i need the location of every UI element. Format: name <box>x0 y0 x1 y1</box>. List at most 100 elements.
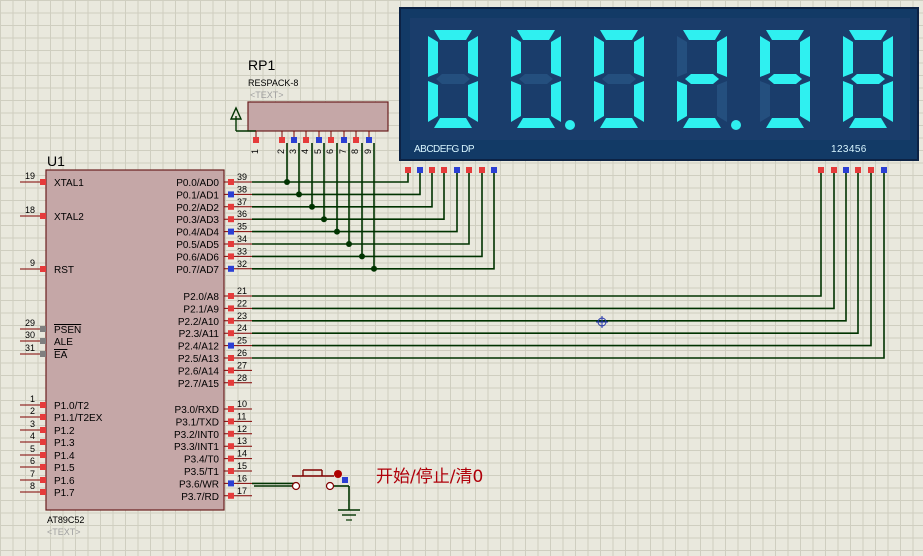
display-digit <box>843 30 893 128</box>
mcu-pin-4[interactable]: 4P1.3 <box>20 431 75 449</box>
segment-b <box>883 36 893 77</box>
display-digit <box>511 30 575 130</box>
mcu-pin-5[interactable]: 5P1.4 <box>20 444 75 462</box>
respack-pin-1[interactable]: 1 <box>250 131 260 154</box>
mcu-pin-number: 9 <box>30 258 35 268</box>
mcu-pin-name: P3.6/WR <box>179 479 219 490</box>
respack-part: RESPACK-8 <box>248 78 298 88</box>
mcu-pin-number: 25 <box>237 336 247 346</box>
respack-pin-4[interactable]: 4 <box>300 131 310 154</box>
segment-label: ABCDEFG DP <box>414 144 475 155</box>
wire <box>252 173 822 297</box>
mcu-pin-6[interactable]: 6P1.5 <box>20 456 75 474</box>
wire <box>252 173 409 183</box>
display-digit-pin[interactable] <box>831 167 837 173</box>
mcu-pin-number: 2 <box>30 406 35 416</box>
mcu-pin-number: 36 <box>237 209 247 219</box>
display-seg-pin[interactable] <box>454 167 460 173</box>
respack-pin-6[interactable]: 6 <box>325 131 335 154</box>
respack-pin-5[interactable]: 5 <box>313 131 323 154</box>
mcu-pin-number: 19 <box>25 171 35 181</box>
respack-pin-number: 7 <box>338 149 348 154</box>
segment-c <box>551 81 561 122</box>
display-digit-pin[interactable] <box>881 167 887 173</box>
segment-a <box>600 30 638 40</box>
segment-g <box>602 74 636 84</box>
mcu-pin-8[interactable]: 8P1.7 <box>20 481 75 499</box>
segment-f <box>760 36 770 77</box>
segment-a <box>683 30 721 40</box>
mcu-pin-name: P1.3 <box>54 438 75 449</box>
display-digit-pin[interactable] <box>868 167 874 173</box>
segment-f <box>677 36 687 77</box>
display-digit-pin[interactable] <box>855 167 861 173</box>
respack-pin-2[interactable]: 2 <box>276 131 286 154</box>
display-digit-pin[interactable] <box>843 167 849 173</box>
respack-pin-7[interactable]: 7 <box>338 131 348 154</box>
display-seg-pin[interactable] <box>479 167 485 173</box>
mcu-pin-name: P3.1/TXD <box>176 417 219 428</box>
mcu-pin-1[interactable]: 1P1.0/T2 <box>20 394 89 412</box>
segment-e <box>428 81 438 122</box>
respack-pin-3[interactable]: 3 <box>288 131 298 154</box>
display-seg-pin[interactable] <box>466 167 472 173</box>
segment-b <box>800 36 810 77</box>
segment-c <box>717 81 727 122</box>
mcu-ref: U1 <box>47 153 65 169</box>
mcu-pin-number: 34 <box>237 234 247 244</box>
respack-pin-number: 5 <box>313 149 323 154</box>
respack-pin-9[interactable]: 9 <box>363 131 373 154</box>
display-seg-pin[interactable] <box>417 167 423 173</box>
mcu-pin-2[interactable]: 2P1.1/T2EX <box>20 406 103 424</box>
display-digit-pin[interactable] <box>818 167 824 173</box>
mcu-pin-3[interactable]: 3P1.2 <box>20 419 75 437</box>
respack-pin-8[interactable]: 8 <box>350 131 360 154</box>
segment-b <box>634 36 644 77</box>
display-seg-pin[interactable] <box>491 167 497 173</box>
display-seg-pin[interactable] <box>429 167 435 173</box>
mcu-pin-number: 8 <box>30 481 35 491</box>
segment-g <box>685 74 719 84</box>
segment-g <box>436 74 470 84</box>
display-seg-pin[interactable] <box>441 167 447 173</box>
display-digit <box>594 30 644 128</box>
display-seg-pin[interactable] <box>405 167 411 173</box>
segment-e <box>511 81 521 122</box>
digit-label: 123456 <box>831 144 867 155</box>
mcu-pin-number: 7 <box>30 469 35 479</box>
mcu-pin-name: P1.4 <box>54 451 75 462</box>
mcu-pin-7[interactable]: 7P1.6 <box>20 469 75 487</box>
